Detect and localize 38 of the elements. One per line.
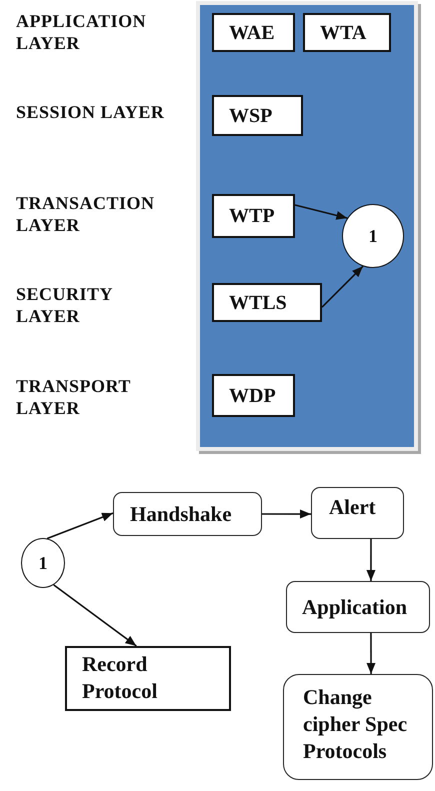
box-label: Change cipher Spec Protocols xyxy=(303,684,408,765)
layer-label: APPLICATION LAYER xyxy=(16,10,148,54)
circle-label: 1 xyxy=(368,225,378,247)
process-box xyxy=(303,13,391,52)
process-box xyxy=(212,13,295,52)
circle-label: 1 xyxy=(38,552,48,574)
rounded-box xyxy=(283,674,433,780)
layer-label: SECURITY LAYER xyxy=(16,283,114,327)
layer-label: TRANSPORT LAYER xyxy=(16,375,132,419)
arrow xyxy=(321,266,364,308)
box-label: Application xyxy=(302,594,408,620)
process-box xyxy=(212,283,322,322)
layer-panel xyxy=(196,1,418,451)
arrow xyxy=(53,584,137,647)
box-label: WTLS xyxy=(229,290,288,314)
arrow xyxy=(46,512,114,540)
circle-node xyxy=(21,538,65,588)
box-label: Alert xyxy=(329,495,377,520)
box-label: WAE xyxy=(229,20,276,44)
arrow xyxy=(294,204,348,220)
process-box xyxy=(212,95,303,136)
box-label: Handshake xyxy=(130,502,233,526)
arrow xyxy=(366,539,376,581)
arrow xyxy=(262,510,311,519)
layer-label: SESSION LAYER xyxy=(16,101,166,123)
box-label: WSP xyxy=(229,104,274,128)
rounded-box xyxy=(311,487,404,539)
rounded-box xyxy=(113,492,262,536)
box-label: WTP xyxy=(229,204,276,228)
layer-label: TRANSACTION LAYER xyxy=(16,192,156,236)
process-box xyxy=(212,374,295,417)
box-label: WTA xyxy=(320,20,368,44)
arrow xyxy=(366,633,376,674)
box-label: Record Protocol xyxy=(82,651,158,705)
process-box xyxy=(65,646,231,711)
process-box xyxy=(212,194,295,238)
rounded-box xyxy=(286,581,430,633)
box-label: WDP xyxy=(229,384,277,408)
